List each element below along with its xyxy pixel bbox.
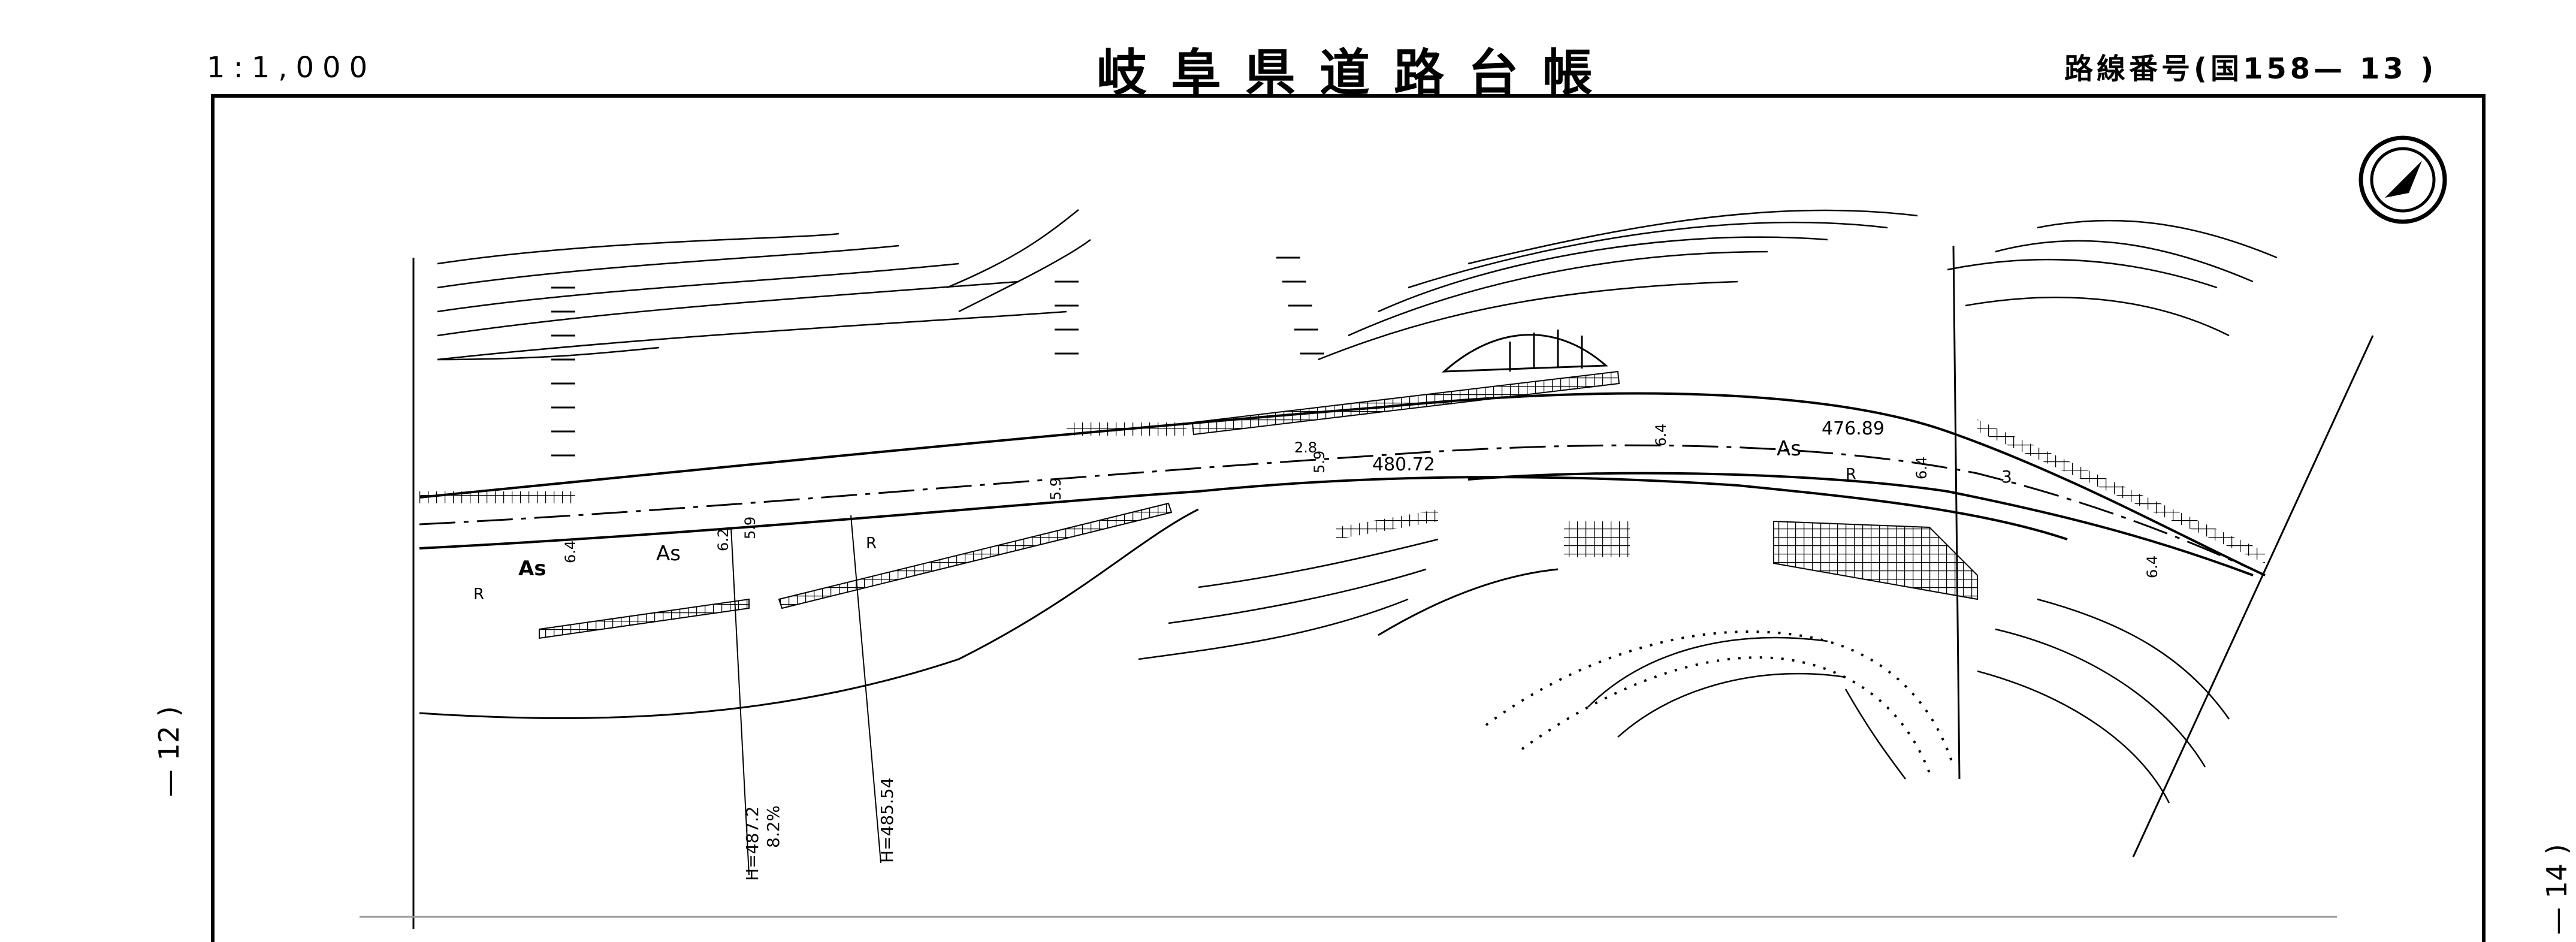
road-centerline: [419, 444, 2266, 576]
contour-lines: [437, 209, 2278, 804]
lane-count-label: 3: [2001, 467, 2012, 487]
width-label: 2.8: [1294, 439, 1317, 456]
width-label: 6.4: [1913, 457, 1930, 479]
north-arrow-icon: [2358, 135, 2447, 224]
map-frame: [211, 94, 2486, 942]
map-scale: 1:1,000: [207, 51, 376, 84]
height-marker: 8.2%: [763, 805, 783, 848]
retaining-wall-hatches: [419, 334, 2265, 639]
height-marker-leaders: [730, 515, 881, 875]
width-label: 6.4: [562, 541, 579, 563]
width-label: 5.9: [1311, 451, 1328, 473]
width-label: 5.9: [742, 517, 759, 539]
width-label: 6.4: [2144, 555, 2161, 578]
height-marker: H=487.2: [742, 806, 762, 881]
elevation-label: 480.72: [1372, 454, 1435, 475]
width-label: 5.9: [1047, 478, 1064, 500]
width-label: 6.4: [1653, 424, 1669, 446]
page-title: 岐阜県道路台帳: [1097, 43, 1617, 102]
river-banks: [1485, 630, 1955, 774]
retaining-label: R: [866, 535, 877, 552]
retaining-label: R: [473, 585, 484, 603]
route-number: 路線番号(国158— 13 ): [2064, 52, 2438, 86]
height-marker: H=485.54: [877, 778, 897, 864]
elevation-label: 476.89: [1822, 418, 1885, 439]
width-label: 6.2: [715, 529, 732, 551]
retaining-label: R: [1846, 466, 1856, 484]
surface-label: As: [656, 542, 681, 566]
slope-ticks: [551, 256, 1583, 457]
boundary-lines: [412, 245, 2374, 929]
road-edge-lines: [419, 392, 2266, 576]
surface-label: As: [1777, 437, 1801, 461]
surface-label: As: [518, 557, 546, 581]
